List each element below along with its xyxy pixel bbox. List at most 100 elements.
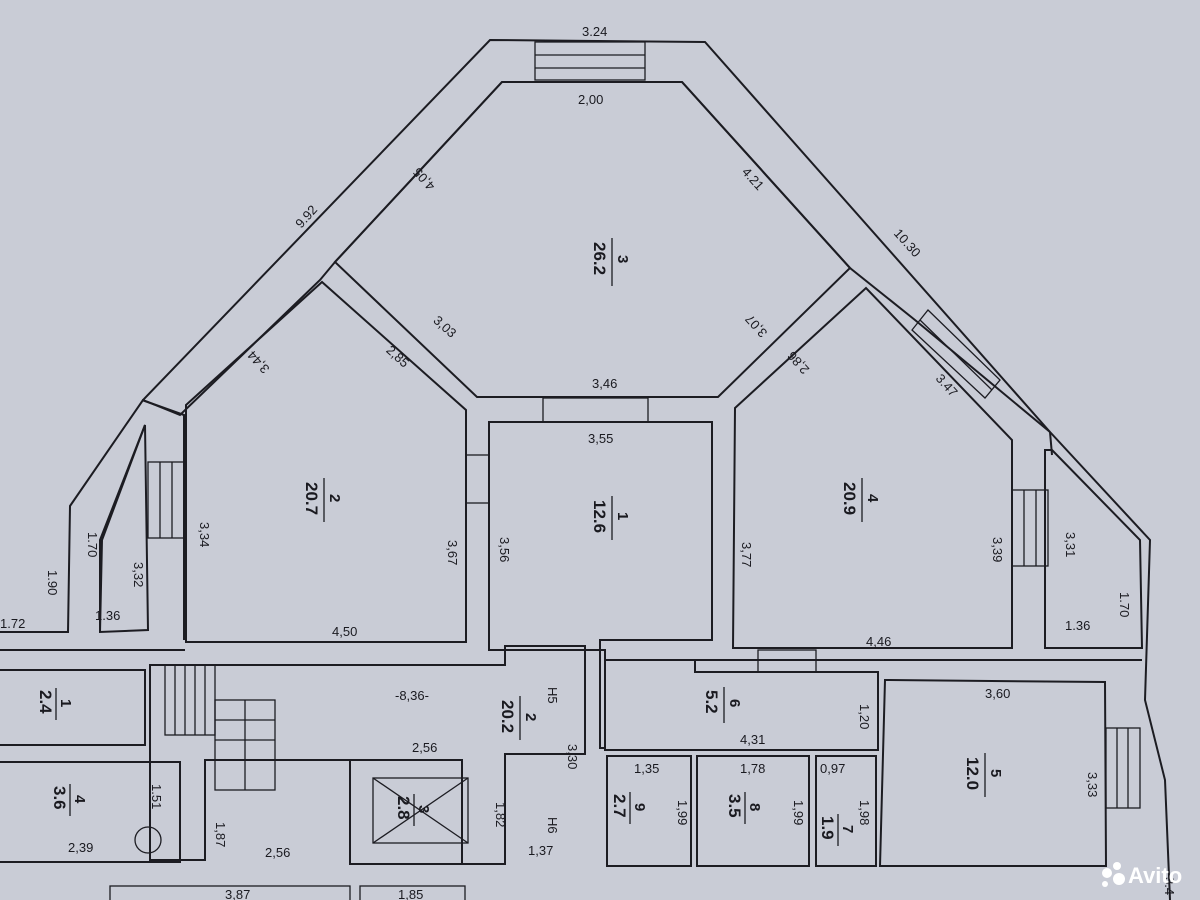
lower-room-1-number: 1 xyxy=(57,699,74,707)
balcony-left-dim-b: 3,32 xyxy=(131,562,146,587)
balcony-left-dim-c: 1.36 xyxy=(95,608,120,623)
room-3-dim-upper-right: 4.21 xyxy=(739,164,767,193)
room-6-label: 6 5.2 xyxy=(702,687,743,723)
lower-room-4-area: 3.6 xyxy=(50,786,69,810)
dim-top: 3.24 xyxy=(582,24,607,39)
room-6-area: 5.2 xyxy=(702,690,721,714)
lower-room-3-outline xyxy=(349,759,463,865)
watermark-text: Avito xyxy=(1128,863,1182,888)
room-1-area: 12.6 xyxy=(590,500,609,533)
room-7-outline xyxy=(815,755,877,867)
stairs-dim-left: 1,87 xyxy=(213,822,228,847)
room-2-dim-diag-left: 3,44 xyxy=(244,348,272,377)
room-3-dim-bottom: 3,46 xyxy=(592,376,617,391)
room-1-dim-top: 3,55 xyxy=(588,431,613,446)
lower-room-3-label: 3 2.8 xyxy=(394,794,432,826)
room-2-number: 2 xyxy=(326,494,343,502)
room-3-dim-upper-left: 4,05 xyxy=(410,165,438,194)
lower-room-3-dim-bottom: 1,37 xyxy=(528,843,553,858)
lower-room-2-outline xyxy=(149,645,586,865)
room-1-label: 1 12.6 xyxy=(590,496,631,540)
balcony-right-outline xyxy=(1044,449,1144,649)
lower-room-1-label: 1 2.4 xyxy=(36,688,74,720)
room-1-dim-right: 3,77 xyxy=(739,542,754,567)
room-9-number: 9 xyxy=(631,803,648,811)
lower-room-4-dim-bottom: 2,39 xyxy=(68,840,93,855)
room-2-dim-left: 3,34 xyxy=(197,522,212,547)
room-8-number: 8 xyxy=(746,803,763,811)
room-7-dim-right: 1,98 xyxy=(857,800,872,825)
room-8-outline xyxy=(696,755,810,867)
room-5-label: 5 12.0 xyxy=(963,753,1004,797)
room-7-area: 1.9 xyxy=(818,816,837,840)
room-9-outline xyxy=(606,755,692,867)
lower-room-4-number: 4 xyxy=(71,795,88,804)
windows xyxy=(147,41,1141,809)
room-2-dim-right: 3,67 xyxy=(445,540,460,565)
room-5-outline xyxy=(878,678,1108,867)
room-4-dim-diag-right: 3.47 xyxy=(933,371,961,400)
room-4-label: 4 20.9 xyxy=(840,478,881,522)
room-5-area: 12.0 xyxy=(963,757,982,790)
room-5-number: 5 xyxy=(987,769,1004,777)
stairs-dim-bottom: 2,56 xyxy=(265,845,290,860)
fixture-circle xyxy=(134,826,162,854)
room-4-dim-bottom: 4,46 xyxy=(866,634,891,649)
bottom-edge-dim-b: 1,85 xyxy=(398,887,423,900)
room-2-area: 20.7 xyxy=(302,482,321,515)
room-2-dim-bottom: 4,50 xyxy=(332,624,357,639)
room-4-number: 4 xyxy=(864,494,881,503)
lower-room-1-outline xyxy=(0,669,146,746)
balcony-right-dim-b: 1.70 xyxy=(1117,592,1132,617)
balcony-left-outline xyxy=(99,424,150,634)
room-2-outline xyxy=(185,280,467,643)
room-4-dim-diag-left: 2,86 xyxy=(784,348,812,377)
dim-left-small-vertical: 1.90 xyxy=(45,570,60,595)
room-2-dim-diag-right: 2,85 xyxy=(383,342,412,370)
room-9-dim-right: 1,99 xyxy=(675,800,690,825)
bottom-edge-room-b xyxy=(359,885,466,900)
lower-room-1-area: 2.4 xyxy=(36,690,55,714)
room-9-dim-top: 1,35 xyxy=(634,761,659,776)
lower-room-3-dim-right: 1,82 xyxy=(493,802,508,827)
avito-watermark: Avito xyxy=(1102,862,1182,888)
room-3-number: 3 xyxy=(614,255,631,263)
lower-room-4-dim-right: 1.51 xyxy=(149,784,164,809)
room-3-area: 26.2 xyxy=(590,242,609,275)
room-7-number: 7 xyxy=(839,825,856,833)
room-7-dim-top: 0,97 xyxy=(820,761,845,776)
lower-room-2-number: 2 xyxy=(522,713,539,721)
room-9-area: 2.7 xyxy=(610,794,629,818)
lower-room-4-label: 4 3.6 xyxy=(50,784,88,816)
room-1-outline xyxy=(488,421,713,749)
room-9-label: 9 2.7 xyxy=(610,792,648,824)
lower-room-2-dim-length: -8,36- xyxy=(395,688,429,703)
room-3-dim-lower-left: 3,03 xyxy=(431,313,460,341)
room-2-label: 2 20.7 xyxy=(302,478,343,522)
lower-room-3-dim-top: 2,56 xyxy=(412,740,437,755)
room-3-dim-top: 2,00 xyxy=(578,92,603,107)
lower-room-2-stair-note: H5 xyxy=(545,687,560,704)
room-8-dim-right: 1,99 xyxy=(791,800,806,825)
lower-room-3-area: 2.8 xyxy=(394,796,413,820)
lower-room-3-note: H6 xyxy=(545,817,560,834)
room-8-dim-top: 1,78 xyxy=(740,761,765,776)
lower-room-2-dim-right: 3,30 xyxy=(565,744,580,769)
room-3-dim-lower-right: 3,07 xyxy=(742,312,770,341)
room-1-dim-left: 3,56 xyxy=(497,537,512,562)
room-3-label: 3 26.2 xyxy=(590,238,631,286)
room-1-number: 1 xyxy=(614,512,631,520)
dim-left-diagonal: 9.92 xyxy=(292,202,320,231)
room-6-number: 6 xyxy=(726,699,743,707)
stairs xyxy=(164,664,276,791)
balcony-right-dim-a: 3,31 xyxy=(1063,532,1078,557)
dim-left-edge: 1.72 xyxy=(0,616,25,631)
room-8-label: 8 3.5 xyxy=(725,792,763,824)
room-5-dim-right: 3,33 xyxy=(1085,772,1100,797)
room-8-area: 3.5 xyxy=(725,794,744,818)
dim-right-corner: 3.4 xyxy=(1162,877,1177,895)
room-6-dim-bottom: 4,31 xyxy=(740,732,765,747)
room-5-dim-top: 3,60 xyxy=(985,686,1010,701)
bottom-edge-room-a xyxy=(109,885,351,900)
